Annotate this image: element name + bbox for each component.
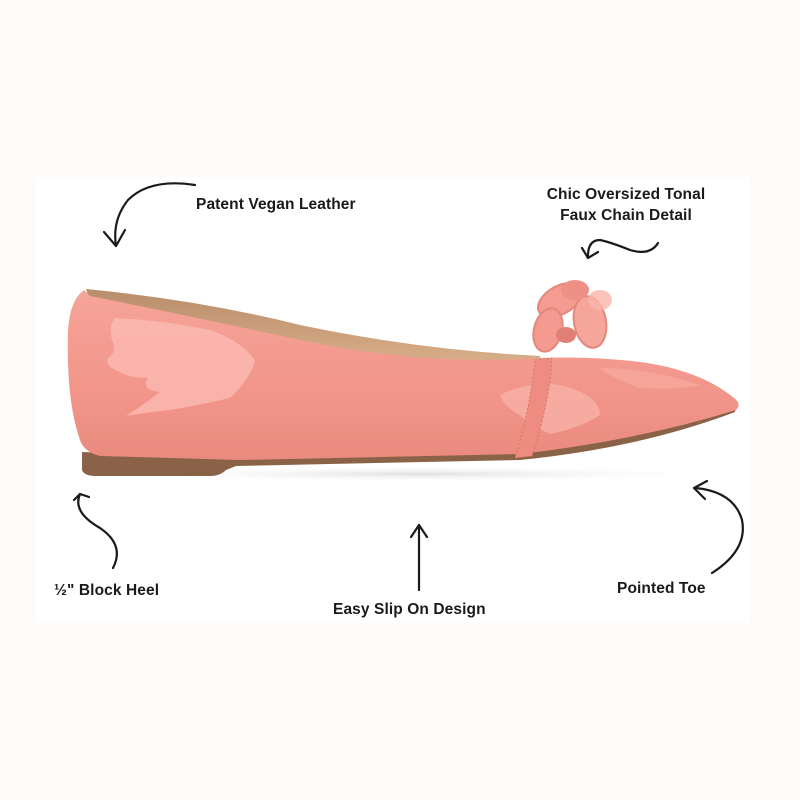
wavy-arrow-down-left-icon-head (580, 246, 600, 260)
shoe-lining (86, 289, 540, 366)
callout-heel: ½" Block Heel (54, 582, 160, 599)
wavy-arrow-down-left-icon (586, 238, 660, 258)
curved-arrow-down-left-icon (114, 182, 197, 248)
curved-arrow-up-left-icon-head (692, 479, 709, 501)
wavy-arrow-up-icon (77, 492, 118, 570)
callout-chain: Chic Oversized Tonal Faux Chain Detail (526, 184, 726, 226)
callout-toe: Pointed Toe (617, 580, 706, 597)
curved-arrow-up-left-icon (694, 486, 744, 575)
shoe-shadow (100, 466, 740, 482)
callout-chain-line-2: Faux Chain Detail (560, 207, 692, 224)
shine-vamp (500, 383, 600, 434)
callout-slip-on: Easy Slip On Design (333, 601, 486, 618)
callout-chain-line-1: Chic Oversized Tonal (546, 186, 706, 203)
straight-arrow-up-icon-head (409, 523, 429, 539)
wavy-arrow-up-icon-head (72, 492, 91, 502)
curved-arrow-down-left-icon-head (102, 228, 127, 248)
callout-material: Patent Vegan Leather (196, 196, 356, 213)
shine-heel (107, 318, 255, 416)
chain-detail (532, 280, 612, 353)
chain-strap (514, 357, 553, 459)
shine-toe (600, 368, 700, 389)
